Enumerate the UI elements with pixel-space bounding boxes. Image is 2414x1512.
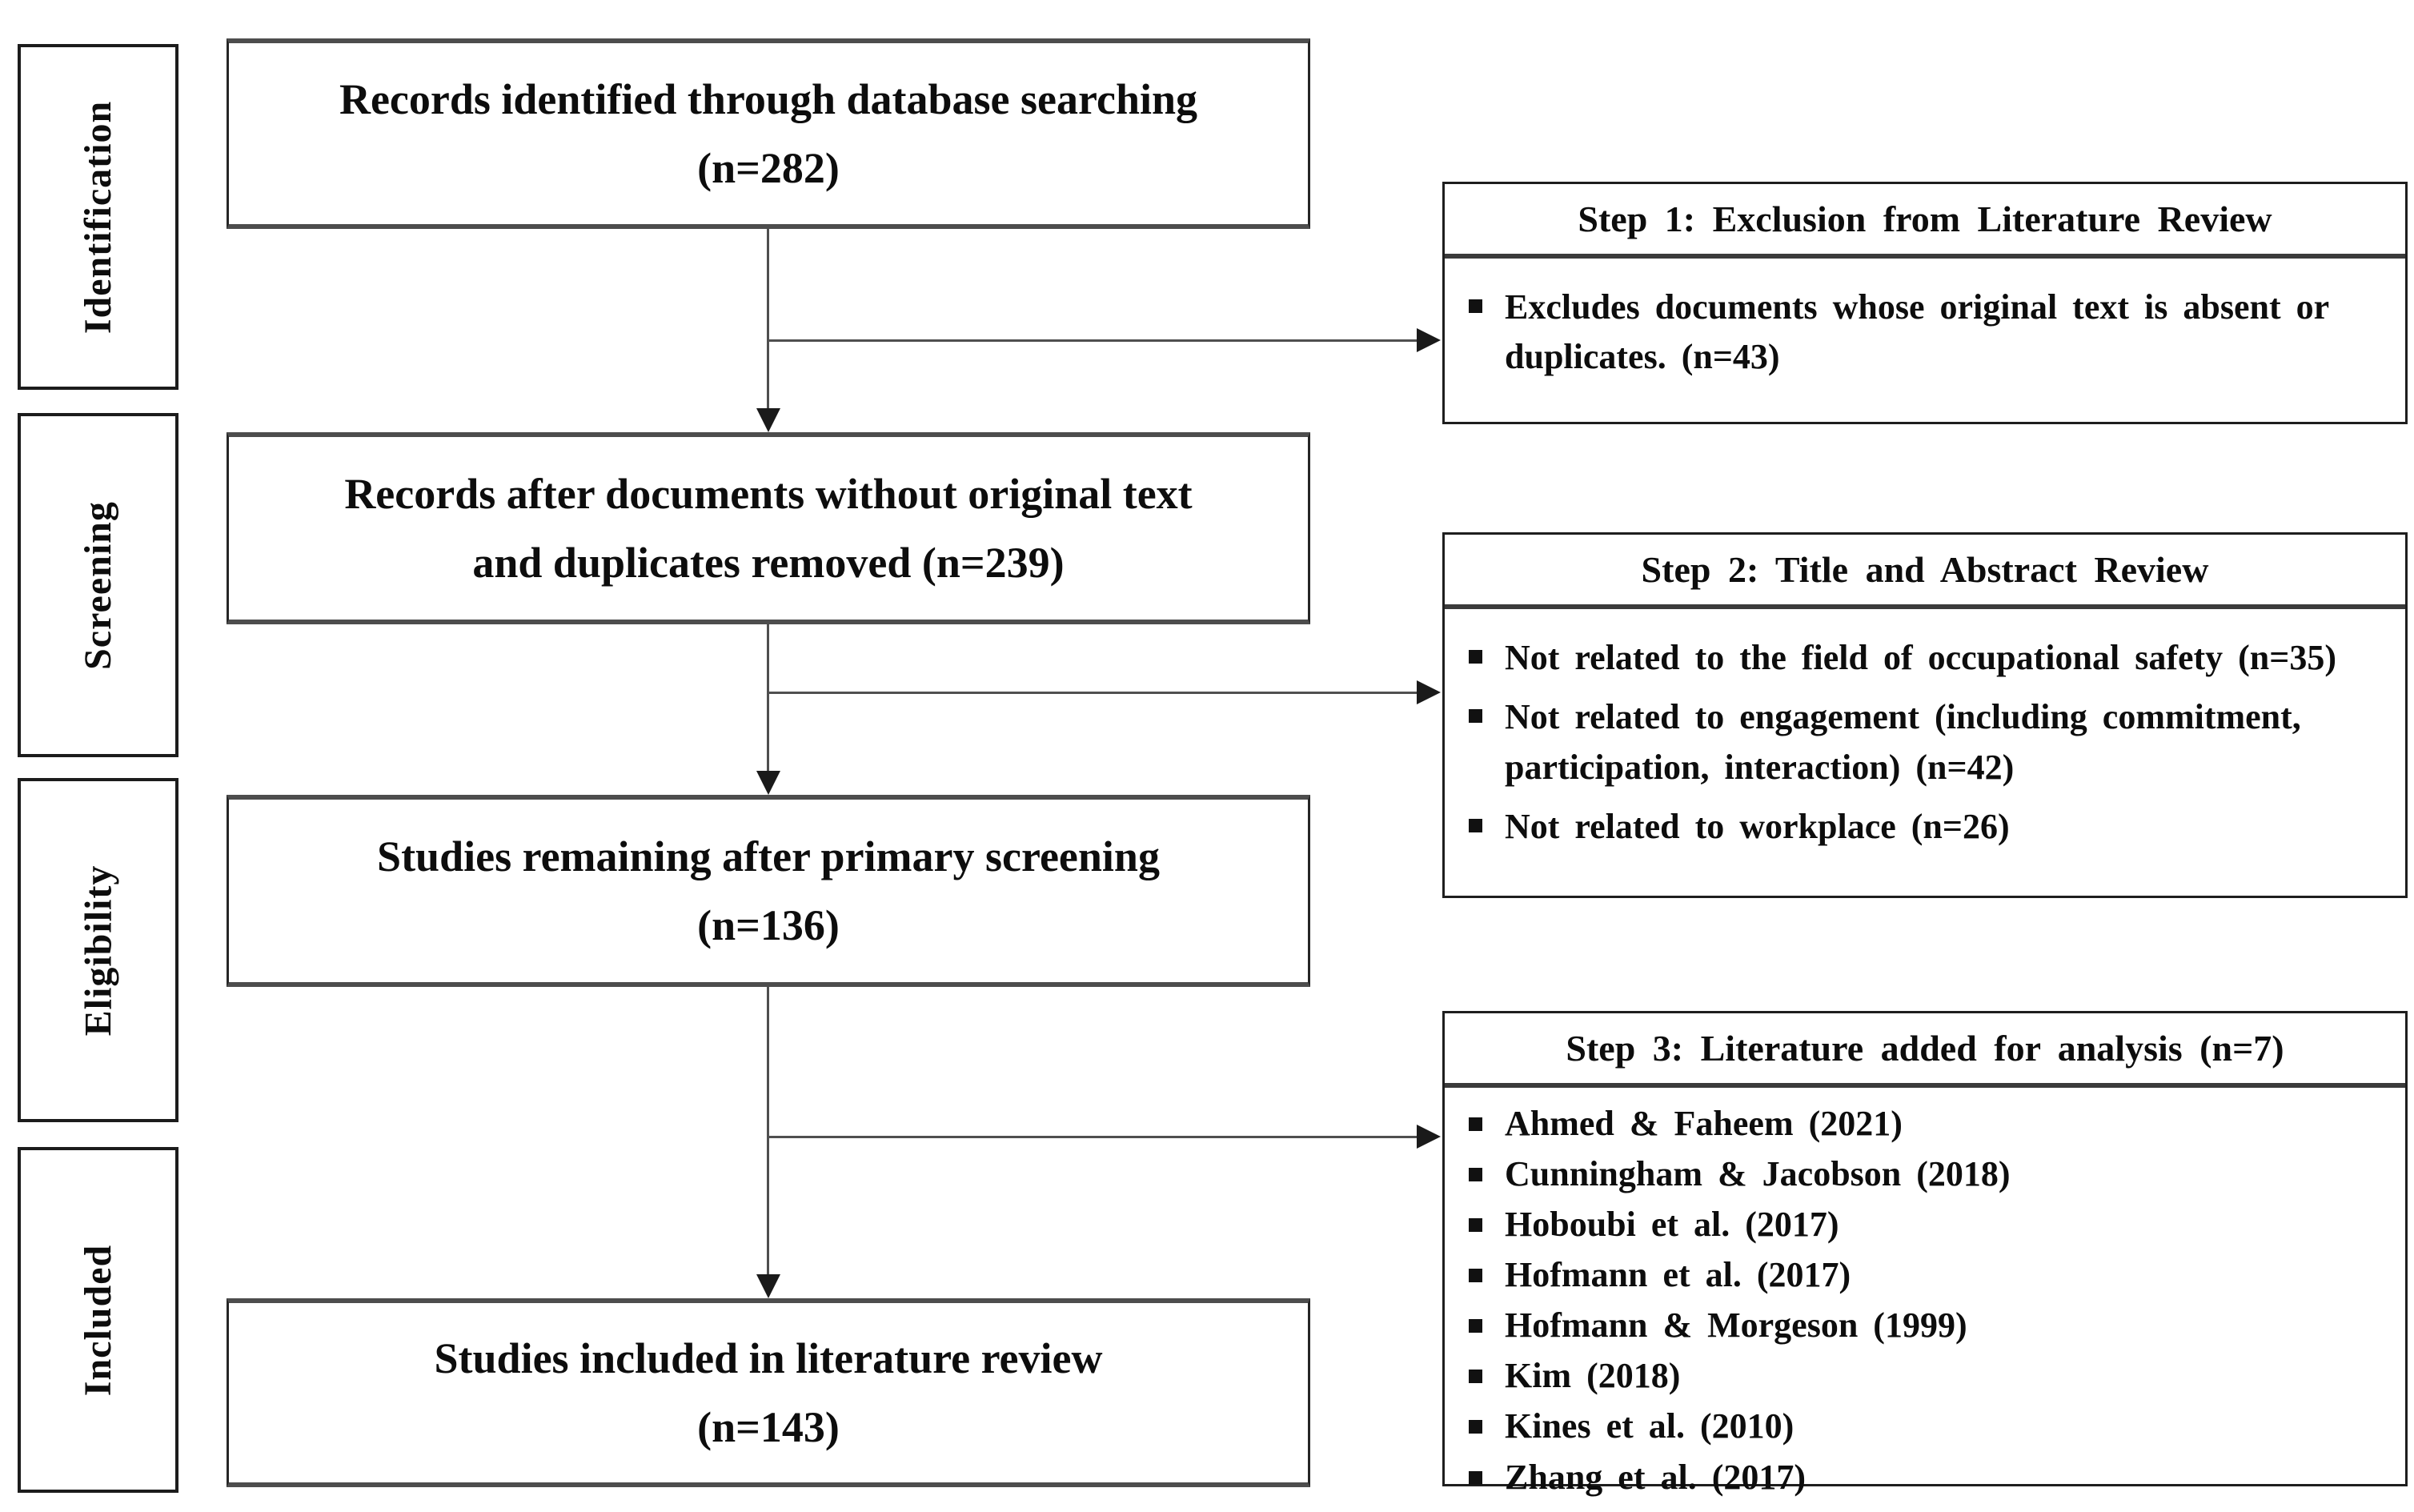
list-item-text: Hofmann et al. (2017) [1505,1255,1851,1295]
bullet-icon [1469,1370,1482,1384]
list-item-text: Kines et al. (2010) [1505,1406,1794,1446]
list-item: Not related to workplace (n=26) [1469,802,2383,852]
step-2-title: Step 2: Title and Abstract Review [1445,535,2405,609]
flow-box-records-after-removal: Records after documents without original… [227,432,1310,624]
bullet-icon [1469,709,1482,724]
list-item-text: Hoboubi et al. (2017) [1505,1205,1839,1245]
flow-box-studies-remaining: Studies remaining after primary screenin… [227,795,1310,987]
step-1-items: Excludes documents whose original text i… [1445,259,2405,405]
list-item-text: Hofmann & Morgeson (1999) [1505,1305,1967,1346]
arrowhead-right-icon [1417,328,1441,352]
list-item: Not related to the field of occupational… [1469,633,2383,683]
flow-box-text-line2: (n=136) [697,901,840,949]
stage-label-eligibility: Eligibility [77,864,119,1036]
connector-line-vertical-2 [767,624,769,772]
connector-line-horizontal-2 [767,692,1418,694]
connector-line-vertical-3 [767,987,769,1276]
list-item-text: Kim (2018) [1505,1356,1681,1396]
flow-box-text-line1: Records after documents without original… [344,469,1193,518]
flow-box-records-identified: Records identified through database sear… [227,38,1310,229]
arrowhead-down-icon [756,771,780,795]
stage-box-identification: Identification [18,44,178,390]
stage-box-included: Included [18,1147,178,1493]
arrowhead-right-icon [1417,680,1441,704]
arrowhead-down-icon [756,1274,780,1298]
flow-box-text-line2: (n=282) [697,144,840,192]
step-1-title: Step 1: Exclusion from Literature Review [1445,184,2405,259]
bullet-icon [1469,1117,1482,1131]
step-box-1-exclusion: Step 1: Exclusion from Literature Review… [1442,182,2408,424]
bullet-icon [1469,1218,1482,1233]
list-item: Zhang et al. (2017) [1469,1454,2383,1501]
flow-box-text-line1: Studies included in literature review [434,1334,1103,1382]
list-item: Ahmed & Faheem (2021) [1469,1101,2383,1147]
bullet-icon [1469,1470,1482,1485]
bullet-icon [1469,1420,1482,1434]
list-item-text: Not related to the field of occupational… [1505,638,2337,677]
connector-line-horizontal-1 [767,339,1418,342]
connector-line-horizontal-3 [767,1136,1418,1138]
list-item-text: Ahmed & Faheem (2021) [1505,1104,1903,1143]
step-box-2-title-abstract-review: Step 2: Title and Abstract Review Not re… [1442,532,2408,898]
bullet-icon [1469,819,1482,833]
stage-box-eligibility: Eligibility [18,778,178,1122]
bullet-icon [1469,650,1482,664]
bullet-icon [1469,1319,1482,1334]
arrowhead-right-icon [1417,1125,1441,1149]
step-2-items: Not related to the field of occupational… [1445,609,2405,875]
step-3-items: Ahmed & Faheem (2021) Cunningham & Jacob… [1445,1088,2405,1510]
stage-label-included: Included [77,1244,119,1396]
list-item: Kim (2018) [1469,1353,2383,1399]
stage-box-screening: Screening [18,413,178,757]
stage-label-identification: Identification [77,100,119,334]
list-item: Excludes documents whose original text i… [1469,283,2383,383]
list-item: Hofmann et al. (2017) [1469,1252,2383,1298]
bullet-icon [1469,1269,1482,1283]
list-item-text: Excludes documents whose original text i… [1505,287,2329,377]
flow-box-text-line2: and duplicates removed (n=239) [472,539,1065,587]
bullet-icon [1469,1168,1482,1182]
list-item-text: Not related to workplace (n=26) [1505,807,2010,847]
flow-box-text-line2: (n=143) [697,1403,840,1451]
list-item: Hofmann & Morgeson (1999) [1469,1302,2383,1349]
list-item: Kines et al. (2010) [1469,1403,2383,1450]
list-item-text: Cunningham & Jacobson (2018) [1505,1154,2011,1194]
list-item: Hoboubi et al. (2017) [1469,1201,2383,1248]
arrowhead-down-icon [756,408,780,432]
list-item: Cunningham & Jacobson (2018) [1469,1151,2383,1197]
list-item-text: Not related to engagement (including com… [1505,697,2301,787]
bullet-icon [1469,299,1482,313]
step-box-3-literature-added: Step 3: Literature added for analysis (n… [1442,1011,2408,1497]
list-item: Not related to engagement (including com… [1469,692,2383,792]
flow-box-text-line1: Studies remaining after primary screenin… [377,832,1160,880]
flow-box-text-line1: Records identified through database sear… [339,74,1198,123]
list-item-text: Zhang et al. (2017) [1505,1457,1806,1497]
step-3-title: Step 3: Literature added for analysis (n… [1445,1013,2405,1088]
flow-box-studies-included: Studies included in literature review (n… [227,1298,1310,1487]
stage-label-screening: Screening [77,500,119,670]
connector-line-vertical-1 [767,229,769,410]
